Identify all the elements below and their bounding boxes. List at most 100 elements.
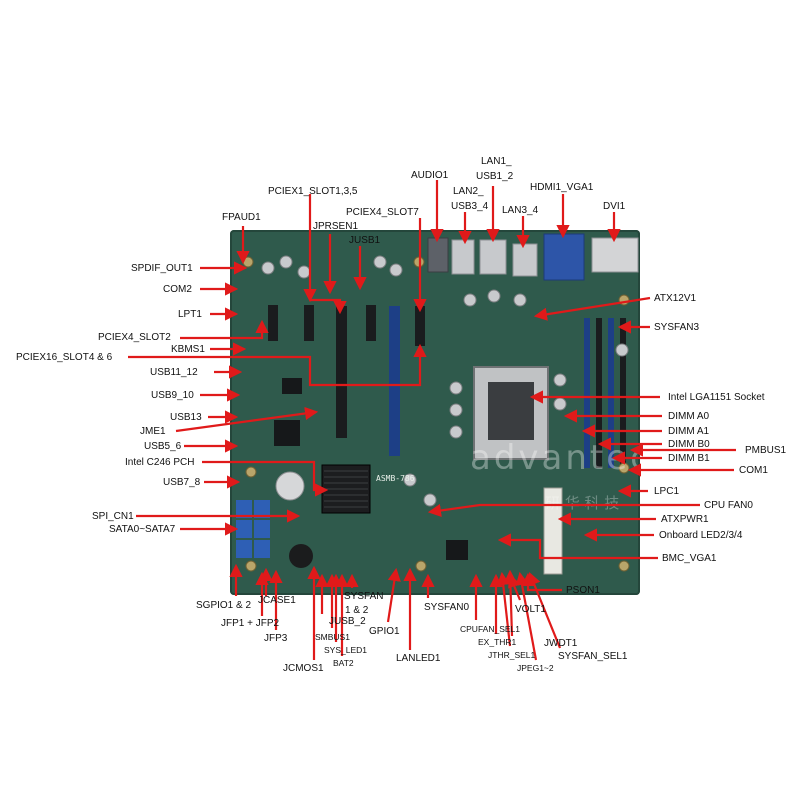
capacitor bbox=[449, 381, 463, 395]
lan3-4-port bbox=[512, 243, 538, 277]
label-fpaud1: FPAUD1 bbox=[222, 212, 261, 223]
arrow-gpio bbox=[386, 567, 401, 623]
label-jfp1-jfp2: JFP1 + JFP2 bbox=[221, 618, 280, 629]
label-lanled1: LANLED1 bbox=[396, 653, 441, 664]
label-dimm-b0: DIMM B0 bbox=[668, 439, 710, 450]
pcie-slot bbox=[304, 305, 314, 341]
label-lan2-usb3-4-line1: LAN2_ bbox=[453, 186, 484, 197]
label-lan2-usb3-4-line2: USB3_4 bbox=[451, 201, 489, 212]
arrow-jthr bbox=[496, 571, 512, 647]
label-intel-lga1151: Intel LGA1151 Socket bbox=[668, 392, 765, 403]
mounting-hole bbox=[415, 560, 427, 572]
pcie-slot bbox=[415, 306, 425, 346]
label-ex-thr1: EX_THR1 bbox=[478, 637, 517, 647]
label-onboard-led: Onboard LED2/3/4 bbox=[659, 530, 743, 541]
label-spdif-out1: SPDIF_OUT1 bbox=[131, 263, 193, 274]
pcie-slot bbox=[366, 305, 376, 341]
label-jusb-2: JUSB_2 bbox=[329, 616, 366, 627]
label-dimm-a0: DIMM A0 bbox=[668, 411, 710, 422]
capacitor bbox=[389, 263, 403, 277]
capacitor bbox=[261, 261, 275, 275]
label-usb7-8: USB7_8 bbox=[163, 477, 201, 488]
label-sysfan1-2-line2: 1 & 2 bbox=[345, 605, 369, 616]
label-audio1: AUDIO1 bbox=[411, 170, 449, 181]
label-cpufan-sel1: CPUFAN_SEL1 bbox=[460, 624, 520, 634]
dvi-port bbox=[591, 237, 639, 273]
sata-port bbox=[254, 540, 270, 558]
label-bmc-vga1: BMC_VGA1 bbox=[662, 553, 717, 564]
sata-port bbox=[236, 540, 252, 558]
label-pciex4-slot7: PCIEX4_SLOT7 bbox=[346, 207, 419, 218]
label-pciex4-slot2: PCIEX4_SLOT2 bbox=[98, 332, 171, 343]
label-atx12v1: ATX12V1 bbox=[654, 293, 697, 304]
capacitor bbox=[449, 403, 463, 417]
pcie-slot bbox=[389, 306, 400, 456]
label-jusb1: JUSB1 bbox=[349, 235, 381, 246]
label-pciex16-slot: PCIEX16_SLOT4 & 6 bbox=[16, 352, 113, 363]
label-jprsen1: JPRSEN1 bbox=[313, 221, 359, 232]
sata-port bbox=[236, 500, 252, 518]
arrow-atx12v bbox=[533, 296, 651, 321]
lan-chip bbox=[282, 378, 302, 394]
atx-power-connector bbox=[543, 487, 563, 575]
buzzer bbox=[289, 544, 313, 568]
arrow-jpeg bbox=[515, 571, 538, 661]
capacitor bbox=[463, 293, 477, 307]
label-sysfan0: SYSFAN0 bbox=[424, 602, 470, 613]
capacitor bbox=[487, 289, 501, 303]
label-pciex1-slot: PCIEX1_SLOT1,3,5 bbox=[268, 186, 358, 197]
label-sysfan-sel1: SYSFAN_SEL1 bbox=[558, 651, 628, 662]
capacitor bbox=[449, 425, 463, 439]
arrow-pciex4-slot2 bbox=[180, 319, 269, 340]
pch-heatsink-fins bbox=[324, 470, 368, 508]
arrow-jwdt bbox=[503, 569, 517, 637]
label-jcase1: JCASE1 bbox=[258, 595, 296, 606]
label-hdmi1-vga1: HDMI1_VGA1 bbox=[530, 182, 594, 193]
capacitor bbox=[615, 343, 629, 357]
arrow-cpufan bbox=[427, 503, 700, 518]
label-lpc1: LPC1 bbox=[654, 486, 680, 497]
arrow-jme1 bbox=[175, 406, 319, 433]
label-usb11-12: USB11_12 bbox=[150, 367, 198, 378]
label-sysfan1-2-line1: SYSFAN bbox=[344, 591, 384, 602]
arrow-sysfansel bbox=[528, 571, 562, 649]
arrow-pciex1-b bbox=[310, 298, 347, 315]
label-kbms1: KBMS1 bbox=[171, 344, 205, 355]
cmos-battery bbox=[275, 471, 305, 501]
label-usb13: USB13 bbox=[170, 412, 202, 423]
label-spi-cn1: SPI_CN1 bbox=[92, 511, 134, 522]
label-jfp3: JFP3 bbox=[264, 633, 288, 644]
mounting-hole bbox=[618, 560, 630, 572]
label-jcmos1: JCMOS1 bbox=[283, 663, 324, 674]
label-sgpio: SGPIO1 & 2 bbox=[196, 600, 252, 611]
bmc-chip bbox=[446, 540, 468, 560]
label-sysfan3: SYSFAN3 bbox=[654, 322, 700, 333]
label-lan1-usb1-2-line2: USB1_2 bbox=[476, 171, 514, 182]
label-lpt1: LPT1 bbox=[178, 309, 202, 320]
sata-port bbox=[254, 500, 270, 518]
label-dvi1: DVI1 bbox=[603, 201, 626, 212]
capacitor bbox=[279, 255, 293, 269]
label-atxpwr1: ATXPWR1 bbox=[661, 514, 709, 525]
label-dimm-b1: DIMM B1 bbox=[668, 453, 710, 464]
label-usb5-6: USB5_6 bbox=[144, 441, 182, 452]
pcie-slot bbox=[268, 305, 278, 341]
label-lan3-4: LAN3_4 bbox=[502, 205, 539, 216]
sata-port bbox=[254, 520, 270, 538]
dimm-slot bbox=[620, 318, 626, 468]
label-gpio1: GPIO1 bbox=[369, 626, 400, 637]
label-jme1: JME1 bbox=[140, 426, 166, 437]
capacitor bbox=[553, 373, 567, 387]
label-usb9-10: USB9_10 bbox=[151, 390, 194, 401]
label-lan1-usb1-2-line1: LAN1_ bbox=[481, 156, 512, 167]
capacitor bbox=[373, 255, 387, 269]
arrow-pciex16 bbox=[128, 343, 427, 387]
label-pmbus1: PMBUS1 bbox=[745, 445, 787, 456]
label-dimm-a1: DIMM A1 bbox=[668, 426, 710, 437]
dimm-slot bbox=[584, 318, 590, 468]
label-jthr-sel1: JTHR_SEL1 bbox=[488, 650, 536, 660]
label-sys-led1: SYS_LED1 bbox=[324, 645, 367, 655]
